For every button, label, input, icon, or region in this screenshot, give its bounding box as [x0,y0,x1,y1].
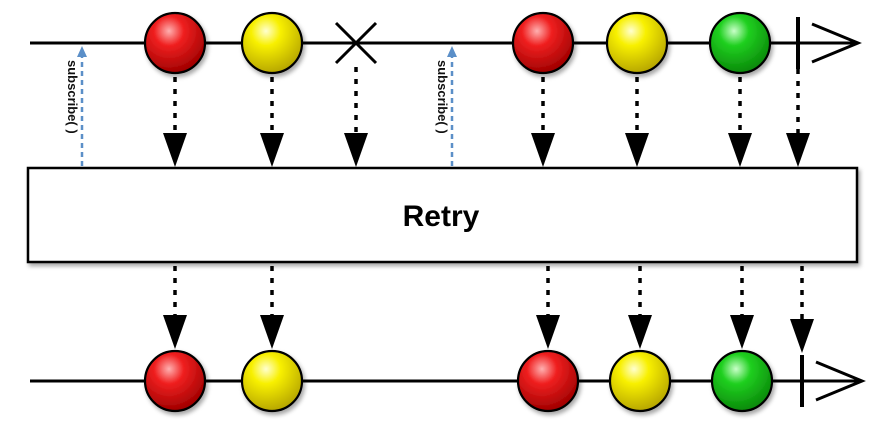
input-emission-arrow [625,77,649,167]
complete-emission-arrow [786,69,810,167]
input-emission-arrow-head [531,133,555,167]
output-emission-arrow [536,266,560,349]
output-marble-yellow [240,349,304,413]
output-emission-arrow-head [260,315,284,349]
subscribe-arrow-head [77,46,87,57]
output-emission-arrow-head [628,315,652,349]
output-marble-red [516,349,580,413]
output-emission-arrow-head [536,315,560,349]
output-marble-red [143,349,207,413]
operator-label: Retry [403,200,480,233]
operator-box: Retry [26,166,859,264]
lower-connectors [163,266,814,353]
input-emission-arrow [260,77,284,167]
input-emission-arrow [728,77,752,167]
subscribe-arrow: subscribe( ) [65,46,87,166]
input-emission-arrow [531,77,555,167]
output-emission-arrow [163,266,187,349]
output-complete-arrow [790,266,814,353]
output-emission-arrow-head [163,315,187,349]
input-marble-green [708,11,772,75]
subscribe-label: subscribe( ) [65,60,80,134]
input-emission-arrow-head [260,133,284,167]
complete-emission-arrow-head [786,133,810,167]
output-timeline [30,349,866,413]
input-emission-arrow-head [625,133,649,167]
output-timeline-arrowhead [815,360,866,402]
input-marble-red [143,11,207,75]
input-timeline [30,11,862,75]
input-marble-red [511,11,575,75]
error-mark [334,21,378,65]
subscribe-arrow: subscribe( ) [435,46,457,166]
output-emission-arrow [628,266,652,349]
output-complete-arrow-head [790,319,814,353]
output-emission-arrow [730,266,754,349]
error-emission-arrow-head [344,133,368,167]
upper-connectors: subscribe( ) subscribe( ) [65,46,810,167]
output-marble-green [710,349,774,413]
input-timeline-arrowhead [811,22,862,64]
output-marble-yellow [608,349,672,413]
output-emission-arrow-head [730,315,754,349]
input-emission-arrow [163,77,187,167]
operator-box-rect [26,166,859,264]
error-emission-arrow [344,67,368,167]
output-emission-arrow [260,266,284,349]
subscribe-arrow-head [447,46,457,57]
input-emission-arrow-head [163,133,187,167]
input-marble-yellow [240,11,304,75]
input-marble-yellow [605,11,669,75]
input-emission-arrow-head [728,133,752,167]
subscribe-label: subscribe( ) [435,60,450,134]
